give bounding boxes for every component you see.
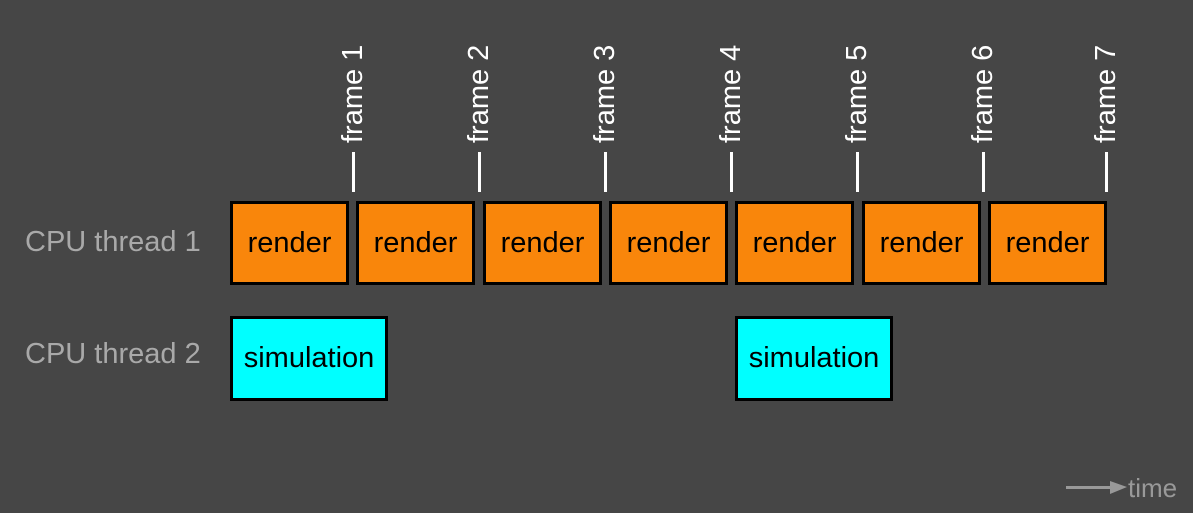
frame-label: frame 5 [841,44,873,143]
time-arrow-icon [1066,486,1112,489]
frame-label: frame 4 [715,44,747,143]
render-block: render [230,201,349,285]
frame-label: frame 2 [463,44,495,143]
frame-label: frame 1 [337,44,369,143]
render-block: render [735,201,854,285]
frame-tick [352,152,355,192]
simulation-block: simulation [230,316,388,401]
frame-tick [1105,152,1108,192]
frame-tick [730,152,733,192]
frame-label: frame 3 [589,44,621,143]
render-block: render [988,201,1107,285]
thread-1-label: CPU thread 1 [25,226,201,258]
render-block: render [609,201,728,285]
render-block: render [356,201,475,285]
time-label: time [1128,473,1178,503]
render-block: render [483,201,602,285]
frame-label: frame 7 [1090,44,1122,143]
frame-label: frame 6 [967,44,999,143]
frame-tick [856,152,859,192]
frame-tick [982,152,985,192]
frame-tick [604,152,607,192]
render-block: render [862,201,981,285]
simulation-block: simulation [735,316,893,401]
time-arrowhead-icon [1110,481,1127,494]
thread-2-label: CPU thread 2 [25,338,201,370]
frame-tick [478,152,481,192]
